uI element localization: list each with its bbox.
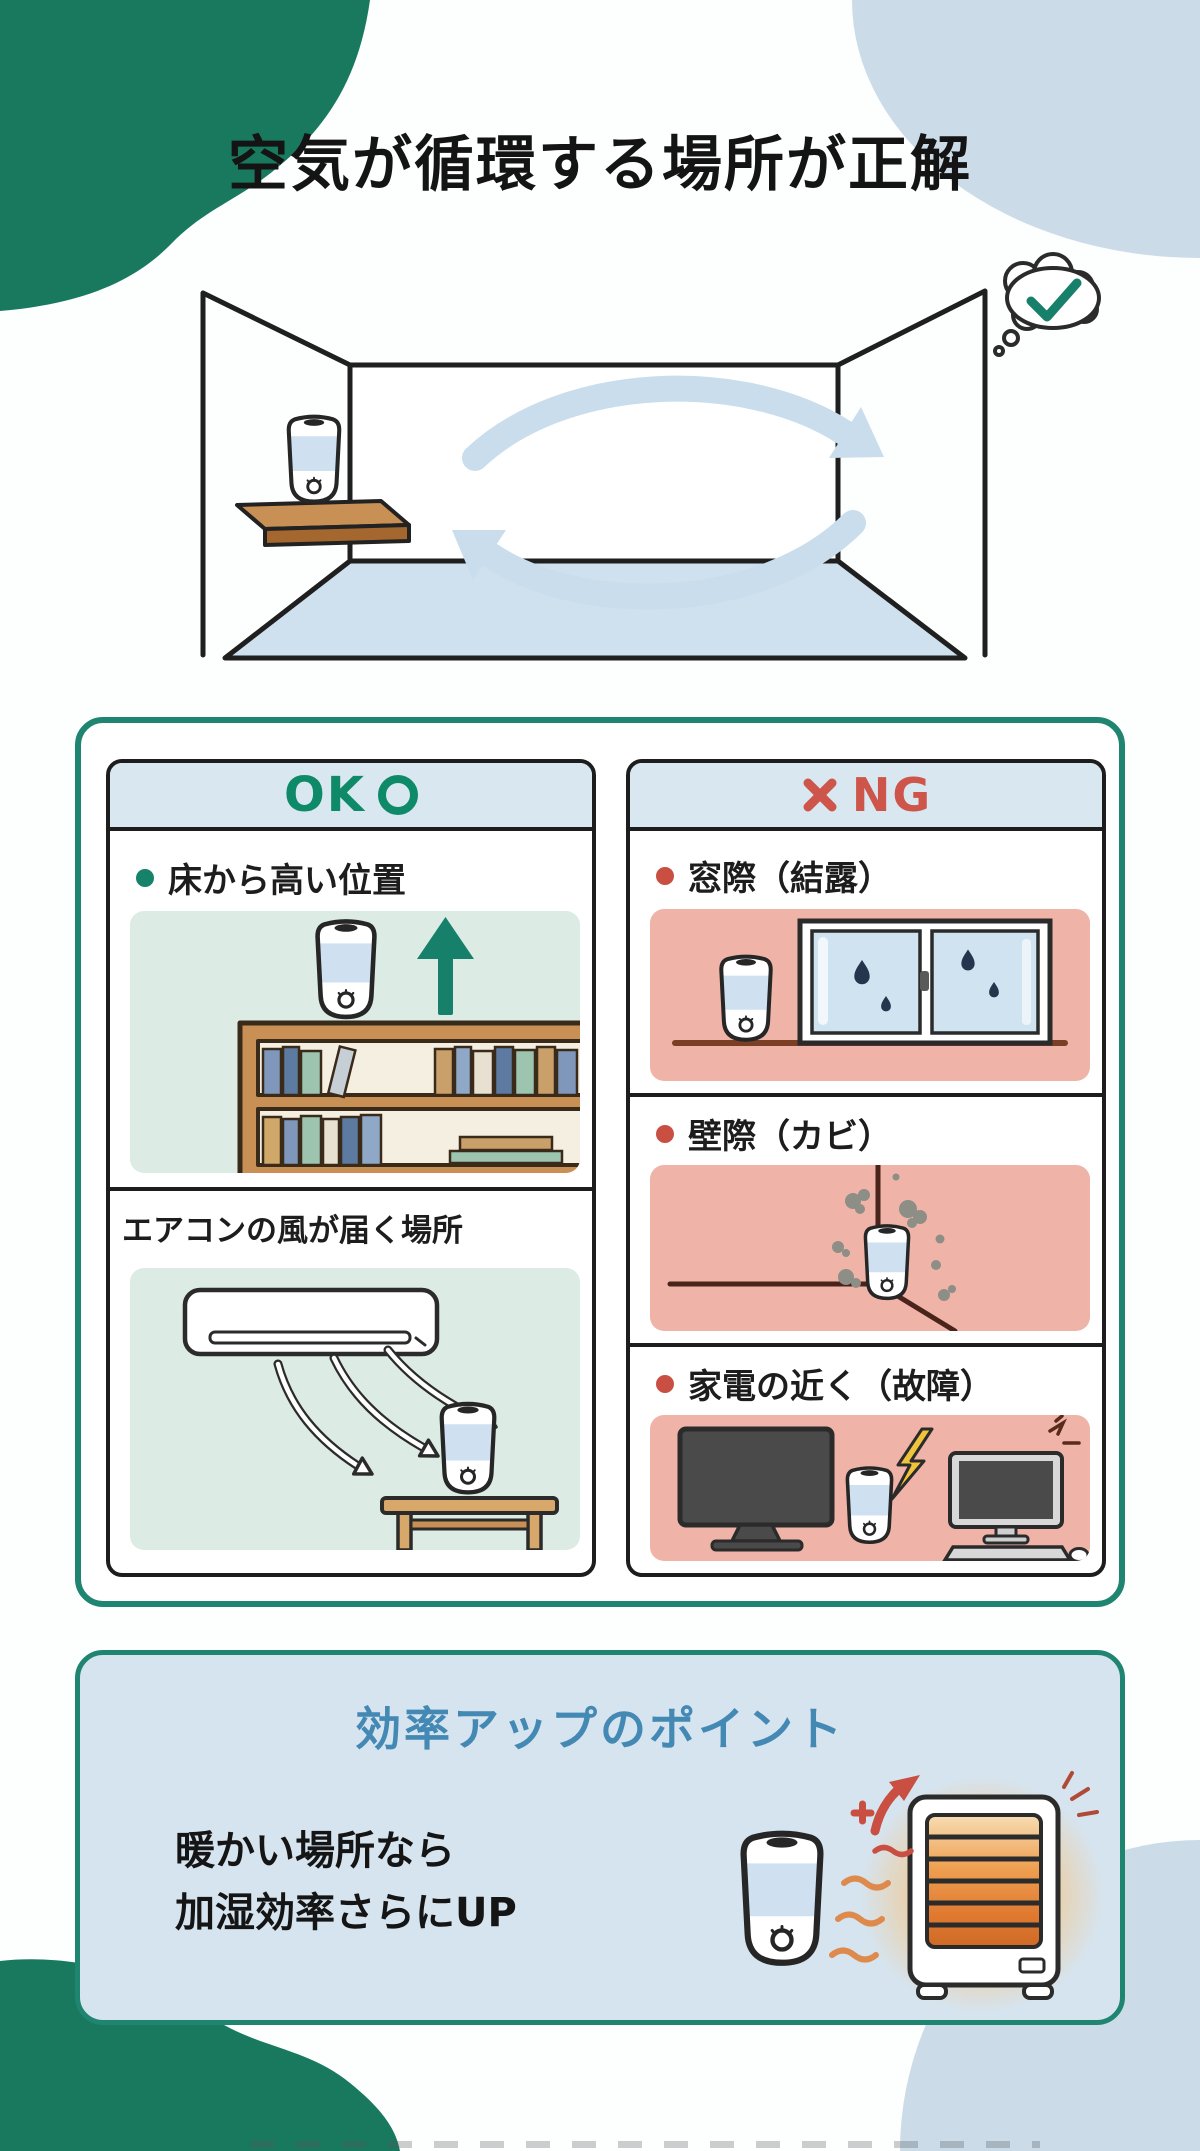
humidifier-icon xyxy=(744,1834,821,1963)
sparks-icon xyxy=(1062,1771,1099,1817)
wall-mold-illustration xyxy=(650,1165,1090,1331)
ok-header: OK xyxy=(110,763,592,831)
electronics-illustration xyxy=(650,1415,1090,1561)
ng-header: NG xyxy=(630,763,1102,831)
table-icon xyxy=(380,1496,559,1550)
row-divider xyxy=(630,1343,1102,1347)
aircon-illustration xyxy=(130,1268,580,1550)
sparks-icon xyxy=(1048,1415,1081,1445)
row-divider xyxy=(630,1093,1102,1097)
wind-arrows-icon xyxy=(273,1345,498,1476)
shelf-icon xyxy=(235,499,411,547)
page-title: 空気が循環する場所が正解 xyxy=(228,130,972,200)
humidifier-icon xyxy=(721,957,770,1040)
ok-column: OK 床から高い位置 xyxy=(106,759,596,1577)
cropped-footer-text xyxy=(250,2141,1040,2148)
bullet-dot xyxy=(656,1124,674,1143)
bookshelf-icon xyxy=(237,917,580,1173)
bullet-dot xyxy=(656,866,674,885)
room-circulation-diagram xyxy=(185,243,1105,675)
ng-cross-icon xyxy=(803,778,837,812)
humidifier-icon xyxy=(318,921,375,1017)
bookshelf-illustration xyxy=(130,911,580,1173)
heat-waves-icon xyxy=(829,1844,914,1963)
ng-item-1-label: 窓際（結露） xyxy=(656,851,892,900)
tv-icon xyxy=(677,1426,835,1552)
ng-label: NG xyxy=(851,768,933,822)
window-condensation-illustration xyxy=(650,909,1090,1081)
ng-item-2-label: 壁際（カビ） xyxy=(656,1109,892,1158)
row-divider xyxy=(110,1187,592,1191)
ok-label: OK xyxy=(284,767,366,823)
plus-icon xyxy=(850,1800,875,1825)
ng-column: NG 窓際（結露） xyxy=(626,759,1106,1577)
desktop-pc-icon xyxy=(942,1451,1090,1561)
electronics-icon xyxy=(677,1415,1090,1561)
window-icon xyxy=(672,918,1068,1046)
rise-arrow-icon xyxy=(870,1775,920,1836)
tips-panel: 効率アップのポイント 暖かい場所なら 加湿効率さらにUP xyxy=(75,1650,1125,2025)
wall-corner-icon xyxy=(667,1165,958,1331)
mold-icon xyxy=(832,1173,956,1301)
ok-item-2-label: エアコンの風が届く場所 xyxy=(122,1213,463,1249)
comparison-card: OK 床から高い位置 xyxy=(75,717,1125,1607)
lightning-icon xyxy=(890,1427,934,1501)
humidifier-icon xyxy=(289,417,340,502)
ok-item-1-label: 床から高い位置 xyxy=(136,853,406,902)
water-drops-icon xyxy=(854,949,999,1012)
check-cloud-icon xyxy=(993,252,1101,357)
bullet-dot xyxy=(656,1374,674,1393)
circulation-arrows-icon xyxy=(452,375,884,610)
heater-illustration xyxy=(632,1771,1102,2013)
up-arrow-icon xyxy=(417,917,474,1015)
decor-blob-top-left xyxy=(0,0,370,311)
aircon-icon xyxy=(182,1287,559,1550)
ng-item-3-label: 家電の近く（故障） xyxy=(656,1359,994,1408)
tips-text: 暖かい場所なら 加湿効率さらにUP xyxy=(175,1828,517,1936)
humidifier-icon xyxy=(442,1404,495,1492)
heater-icon xyxy=(907,1794,1061,2000)
tips-title: 効率アップのポイント xyxy=(355,1702,845,1756)
room-outline xyxy=(200,252,1101,661)
humidifier-icon xyxy=(863,1224,911,1301)
ok-circle-icon xyxy=(378,775,418,815)
bullet-dot xyxy=(136,868,154,887)
humidifier-icon xyxy=(845,1466,894,1545)
